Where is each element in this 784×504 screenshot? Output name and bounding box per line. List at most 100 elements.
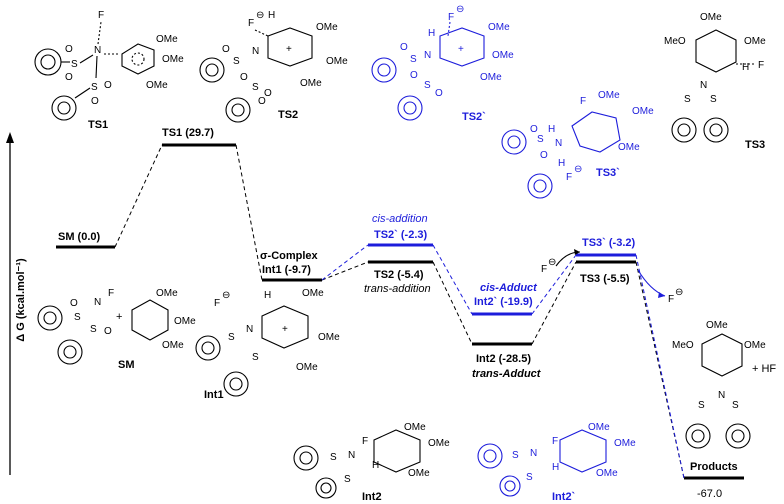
svg-text:OMe: OMe xyxy=(156,288,178,299)
level-labels: SM (0.0) TS1 (29.7) σ-Complex Int1 (-9.7… xyxy=(58,127,738,500)
svg-text:⊖: ⊖ xyxy=(256,10,264,21)
label-struct-ts3b: TS3` xyxy=(596,167,620,179)
svg-text:S: S xyxy=(228,332,235,343)
y-axis-label: Δ G (kcal.mol⁻¹) xyxy=(15,258,27,342)
label-int2: Int2 (-28.5) xyxy=(476,353,531,365)
svg-text:S: S xyxy=(410,54,417,65)
svg-text:OMe: OMe xyxy=(614,438,636,449)
label-ts2b: TS2` (-2.3) xyxy=(374,229,428,241)
label-struct-ts2: TS2 xyxy=(278,109,298,121)
label-products-value: -67.0 xyxy=(697,488,722,500)
label-trans-addition: trans-addition xyxy=(364,283,431,295)
svg-text:S: S xyxy=(512,450,519,461)
svg-text:OMe: OMe xyxy=(428,438,450,449)
svg-text:O: O xyxy=(104,80,112,91)
svg-text:N: N xyxy=(555,138,562,149)
svg-text:OMe: OMe xyxy=(326,56,348,67)
svg-text:OMe: OMe xyxy=(492,50,514,61)
svg-text:S: S xyxy=(424,80,431,91)
structure-sm: O S N F S O + OMe OMe OMe SM xyxy=(37,288,196,371)
svg-text:OMe: OMe xyxy=(162,54,184,65)
svg-text:S: S xyxy=(344,474,351,485)
svg-text:F: F xyxy=(552,436,558,447)
svg-text:O: O xyxy=(91,96,99,107)
svg-text:+: + xyxy=(116,311,122,323)
svg-text:OMe: OMe xyxy=(706,320,728,331)
svg-text:H: H xyxy=(428,28,435,39)
svg-text:+: + xyxy=(282,324,288,335)
svg-text:H: H xyxy=(264,290,271,301)
svg-text:O: O xyxy=(400,42,408,53)
structure-int2: OMe OMe OMe F H N S S Int2 xyxy=(293,422,450,503)
structure-ts3b: F OMe OMe OMe H N S O O H F ⊖ TS3` xyxy=(501,90,654,199)
svg-text:OMe: OMe xyxy=(296,362,318,373)
label-cis-addition: cis-addition xyxy=(372,213,428,225)
svg-text:OMe: OMe xyxy=(488,22,510,33)
svg-text:H: H xyxy=(548,124,555,135)
svg-text:OMe: OMe xyxy=(408,468,430,479)
svg-text:H: H xyxy=(268,10,275,21)
svg-text:F: F xyxy=(248,18,254,29)
fluoride-in: F xyxy=(541,264,547,275)
svg-text:O: O xyxy=(104,326,112,337)
svg-text:OMe: OMe xyxy=(632,106,654,117)
svg-text:OMe: OMe xyxy=(596,468,618,479)
label-sm: SM (0.0) xyxy=(58,231,101,243)
svg-text:⊖: ⊖ xyxy=(548,257,556,268)
svg-text:OMe: OMe xyxy=(302,288,324,299)
structure-ts2: F ⊖ H + OMe OMe OMe N S O O S O O TS2 xyxy=(199,10,348,123)
energy-levels xyxy=(56,143,744,480)
svg-text:F: F xyxy=(108,288,114,299)
svg-text:F: F xyxy=(758,60,764,71)
svg-text:N: N xyxy=(700,80,707,91)
svg-text:F: F xyxy=(214,298,220,309)
svg-text:+: + xyxy=(458,44,464,55)
svg-text:S: S xyxy=(71,59,78,70)
svg-text:O: O xyxy=(435,88,443,99)
svg-text:O: O xyxy=(264,88,272,99)
svg-text:OMe: OMe xyxy=(598,90,620,101)
label-struct-ts1: TS1 xyxy=(88,119,108,131)
svg-text:S: S xyxy=(252,352,259,363)
structure-int1: F ⊖ H + OMe OMe OMe N S S Int1 xyxy=(195,288,340,401)
svg-text:OMe: OMe xyxy=(744,340,766,351)
label-ts1: TS1 (29.7) xyxy=(162,127,214,139)
svg-text:O: O xyxy=(410,70,418,81)
svg-text:N: N xyxy=(94,45,101,56)
svg-text:S: S xyxy=(330,452,337,463)
svg-text:H: H xyxy=(558,158,565,169)
svg-text:⊖: ⊖ xyxy=(574,164,582,175)
label-struct-sm: SM xyxy=(118,359,135,371)
fluoride-arrows: F ⊖ F ⊖ xyxy=(541,249,683,305)
svg-text:N: N xyxy=(348,450,355,461)
svg-text:OMe: OMe xyxy=(300,78,322,89)
label-struct-int1: Int1 xyxy=(204,389,224,401)
svg-text:F: F xyxy=(566,172,572,183)
structure-ts3: OMe MeO OMe H F N S S TS3 xyxy=(664,12,766,151)
svg-text:O: O xyxy=(530,124,538,135)
svg-text:H: H xyxy=(552,462,559,473)
svg-text:S: S xyxy=(710,94,717,105)
svg-text:OMe: OMe xyxy=(618,142,640,153)
svg-text:OMe: OMe xyxy=(156,34,178,45)
label-products: Products xyxy=(690,461,738,473)
svg-text:S: S xyxy=(233,56,240,67)
svg-text:N: N xyxy=(252,46,259,57)
svg-text:MeO: MeO xyxy=(664,36,686,47)
label-int1: Int1 (-9.7) xyxy=(262,264,311,276)
svg-text:OMe: OMe xyxy=(318,332,340,343)
svg-text:S: S xyxy=(252,82,259,93)
structure-ts1: O O S N F S O O OMe OMe OMe TS1 xyxy=(34,10,184,131)
label-struct-int2b: Int2` xyxy=(552,491,576,503)
svg-text:O: O xyxy=(540,150,548,161)
svg-text:S: S xyxy=(91,82,98,93)
svg-text:OMe: OMe xyxy=(174,316,196,327)
svg-text:OMe: OMe xyxy=(480,72,502,83)
svg-text:F: F xyxy=(448,12,454,23)
svg-text:O: O xyxy=(65,44,73,55)
svg-text:+: + xyxy=(286,44,292,55)
y-axis: Δ G (kcal.mol⁻¹) xyxy=(6,132,27,475)
label-struct-int2: Int2 xyxy=(362,491,382,503)
